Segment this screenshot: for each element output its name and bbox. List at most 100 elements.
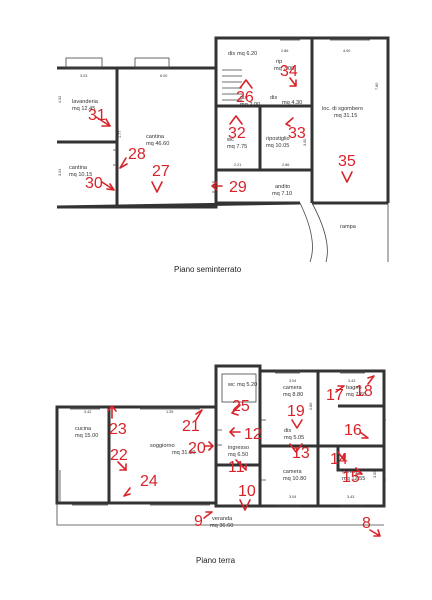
dimension-label: 4.00 xyxy=(343,49,350,53)
ground-photo-markers: 25 21 12 19 17 18 23 20 16 22 11 13 14 1… xyxy=(107,375,381,537)
ground-door-marks xyxy=(216,419,266,481)
arrow-icon xyxy=(123,487,131,497)
room-area-lavanderia: mq 12.45 xyxy=(72,106,95,112)
dimension-label: 3.55 xyxy=(373,471,377,478)
ground-wc-box xyxy=(221,373,257,403)
photo-marker: 34 xyxy=(280,63,298,80)
dimension-label: 3.24 xyxy=(58,169,62,176)
photo-marker: 27 xyxy=(152,163,170,180)
room-label-cantina-large: cantina xyxy=(146,134,165,140)
basement-floor-caption: Piano seminterrato xyxy=(174,265,242,274)
room-label-dis-top: dis xyxy=(228,51,235,57)
basement-windows xyxy=(280,37,370,41)
ground-outer-wall xyxy=(55,364,386,508)
arrow-icon xyxy=(107,405,117,419)
basement-dimensions: 3.03 6.00 2.86 4.00 4.02 1.77 3.24 2.21 … xyxy=(58,49,379,176)
room-label-bagno: bagno xyxy=(346,385,362,391)
basement-chimney-left xyxy=(65,57,103,69)
room-label-wc-basement: wc xyxy=(226,137,234,143)
photo-marker: 29 xyxy=(229,179,247,196)
basement-ramp-lines xyxy=(299,202,389,263)
room-label-ripostiglio: ripostiglio xyxy=(266,136,290,142)
photo-marker: 18 xyxy=(355,383,373,400)
dimension-label: 2.80 xyxy=(309,403,313,410)
dimension-label: 3.00 xyxy=(303,139,307,146)
dimension-label: 3.04 xyxy=(289,495,296,499)
room-area-bagno: mq 7.60 xyxy=(346,392,366,398)
photo-marker: 28 xyxy=(128,146,146,163)
room-area-wc-basement: mq 7.75 xyxy=(227,144,247,150)
room-label-wc-ground: wc xyxy=(227,382,235,388)
dimension-label: 2.21 xyxy=(234,163,241,167)
room-area-cucina: mq 15.00 xyxy=(75,433,98,439)
photo-marker: 13 xyxy=(292,445,310,462)
arrow-icon xyxy=(151,181,163,193)
room-area-wc-ground: mq 5.20 xyxy=(237,382,257,388)
photo-marker: 20 xyxy=(188,440,206,457)
arrow-icon xyxy=(355,467,363,475)
arrow-icon xyxy=(231,404,241,416)
room-area-ripostiglio: mq 10.05 xyxy=(266,143,289,149)
ground-floor-caption: Piano terra xyxy=(196,556,236,565)
photo-marker: 32 xyxy=(228,125,246,142)
arrow-icon xyxy=(239,79,253,89)
dimension-label: 1.77 xyxy=(118,131,122,138)
basement-inner-walls xyxy=(57,38,314,207)
room-area-dis-mid: mq 4.30 xyxy=(282,100,302,106)
dimension-label: 3.43 xyxy=(348,379,355,383)
room-label-camera-bottom-right: camera xyxy=(342,469,362,475)
room-label-veranda: veranda xyxy=(212,516,233,522)
room-area-camera-bottom-right: mq 12.55 xyxy=(342,476,365,482)
arrow-icon xyxy=(359,431,369,439)
basement-chimney-mid xyxy=(134,57,170,69)
photo-marker: 17 xyxy=(326,387,344,404)
room-label-cucina: cucina xyxy=(75,426,92,432)
dimension-label: 3.42 xyxy=(84,410,91,414)
room-label-rip-top: rip xyxy=(276,59,282,65)
room-area-camera-bottom-left: mq 10.80 xyxy=(283,476,306,482)
ground-inner-walls xyxy=(107,371,384,506)
arrow-icon xyxy=(289,77,297,87)
dimension-label: 3.43 xyxy=(347,495,354,499)
arrow-icon xyxy=(117,461,127,471)
photo-marker: 33 xyxy=(288,125,306,142)
dimension-label: 3.04 xyxy=(289,379,296,383)
room-label-andito: andito xyxy=(275,184,290,190)
photo-marker: 12 xyxy=(244,426,262,443)
arrow-icon xyxy=(337,451,345,461)
arrow-icon xyxy=(335,385,345,393)
room-label-camera-bottom-left: camera xyxy=(283,469,303,475)
photo-marker: 24 xyxy=(140,473,158,490)
arrow-icon xyxy=(203,511,213,519)
room-area-rip-top: mq 7.00 xyxy=(274,66,294,72)
photo-marker: 16 xyxy=(344,422,362,439)
room-area-andito: mq 7.10 xyxy=(272,191,292,197)
arrow-icon xyxy=(341,171,353,183)
photo-marker: 8 xyxy=(362,515,371,532)
room-label-cantina-small: cantina xyxy=(69,165,88,171)
dimension-label: 2.86 xyxy=(282,163,289,167)
dimension-label: 7.80 xyxy=(375,83,379,90)
basement-door-marks xyxy=(113,149,216,193)
room-label-camera-top: camera xyxy=(283,385,303,391)
room-area-ingresso: mq 6.50 xyxy=(228,452,248,458)
room-label-loc-sgombero: loc. di sgombero xyxy=(322,106,363,112)
photo-marker: 21 xyxy=(182,418,200,435)
photo-marker: 10 xyxy=(238,483,256,500)
arrow-icon xyxy=(119,157,128,169)
room-area-veranda: mq 36.60 xyxy=(210,523,233,529)
room-label-rampa: rampa xyxy=(340,224,357,230)
room-label-dis-ground: dis xyxy=(284,428,291,434)
photo-marker: 19 xyxy=(287,403,305,420)
arrow-icon xyxy=(285,117,294,127)
photo-marker: 11 xyxy=(228,459,245,476)
arrow-icon xyxy=(101,181,115,191)
basement-room-labels: lavanderia mq 12.45 cantina mq 10.15 can… xyxy=(69,51,363,230)
ground-windows xyxy=(70,370,386,507)
arrow-icon xyxy=(369,529,381,537)
photo-marker: 26 xyxy=(236,89,254,106)
dimension-label: 1.39 xyxy=(166,410,173,414)
ground-dimensions: 3.42 1.39 3.04 3.43 2.80 3.04 3.43 3.55 xyxy=(84,379,377,499)
dimension-label: 2.86 xyxy=(281,49,288,53)
